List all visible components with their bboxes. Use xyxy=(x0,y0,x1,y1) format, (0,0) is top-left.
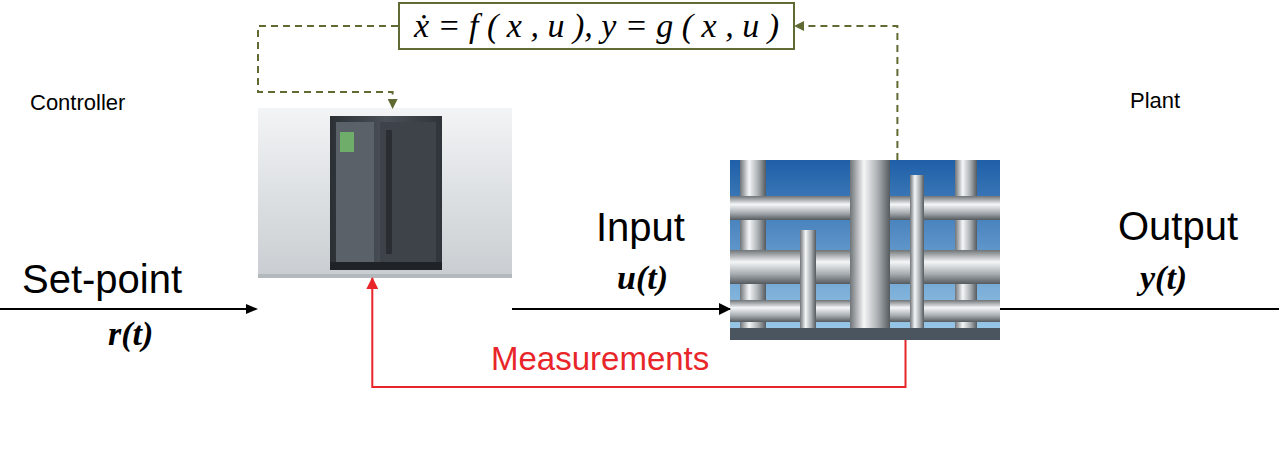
edge-label: Input xyxy=(596,204,685,250)
model-link xyxy=(795,26,897,160)
input-signal xyxy=(512,308,730,310)
signal-symbol: u(t) xyxy=(617,258,668,297)
edge-label: Measurements xyxy=(491,340,709,378)
signal-symbol: r(t) xyxy=(108,314,153,353)
block-caption: Controller xyxy=(30,90,125,116)
plant-picture xyxy=(730,160,1000,340)
plant-picture-frame: Plant xyxy=(730,160,1000,340)
block-caption: Plant xyxy=(1130,88,1180,114)
output-wire xyxy=(1000,308,1279,310)
model-equation: ẋ = f ( x , u ), y = g ( x , u ) xyxy=(414,6,779,46)
signal-name: Output xyxy=(1118,203,1238,249)
signal-name: Set-point xyxy=(22,256,182,302)
setpoint-arrowhead xyxy=(246,304,258,314)
controller-cabinet: Controller xyxy=(258,108,512,278)
signal-symbol: y(t) xyxy=(1140,258,1187,297)
cabinet-picture xyxy=(258,108,512,278)
model-link xyxy=(258,26,398,108)
setpoint-wire xyxy=(0,308,250,310)
equation-box: ẋ = f ( x , u ), y = g ( x , u ) xyxy=(398,2,795,50)
